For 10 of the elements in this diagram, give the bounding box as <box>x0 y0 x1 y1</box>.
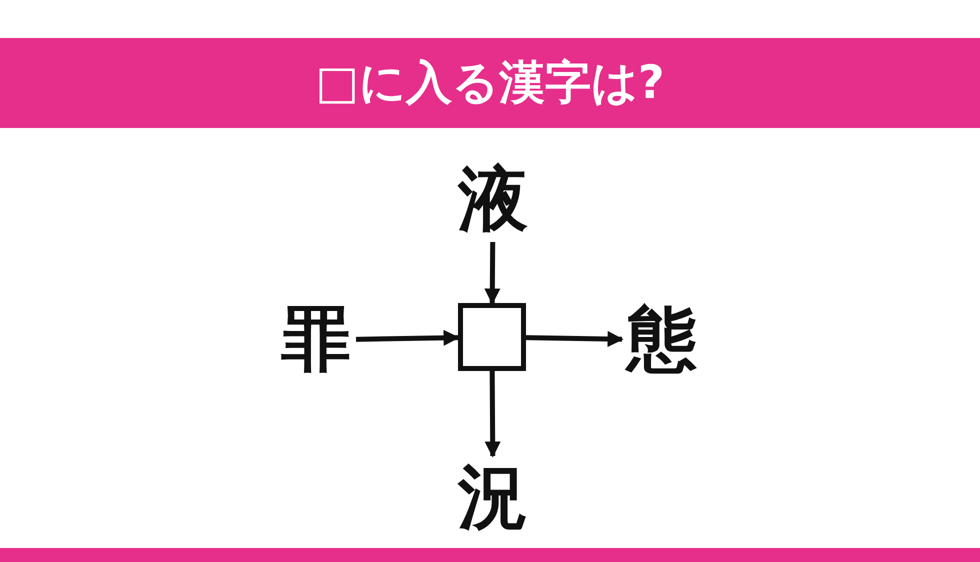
title: □に入る漢字は? <box>315 54 665 111</box>
kanji: 態 <box>622 298 702 382</box>
arrow <box>484 242 500 305</box>
arrow <box>356 330 460 346</box>
kanji: 液 <box>453 158 533 242</box>
kanji: 況 <box>453 456 533 540</box>
kanji: 罪 <box>276 298 356 382</box>
answer-box <box>458 303 526 371</box>
arrow <box>484 370 501 458</box>
arrow <box>526 331 624 348</box>
